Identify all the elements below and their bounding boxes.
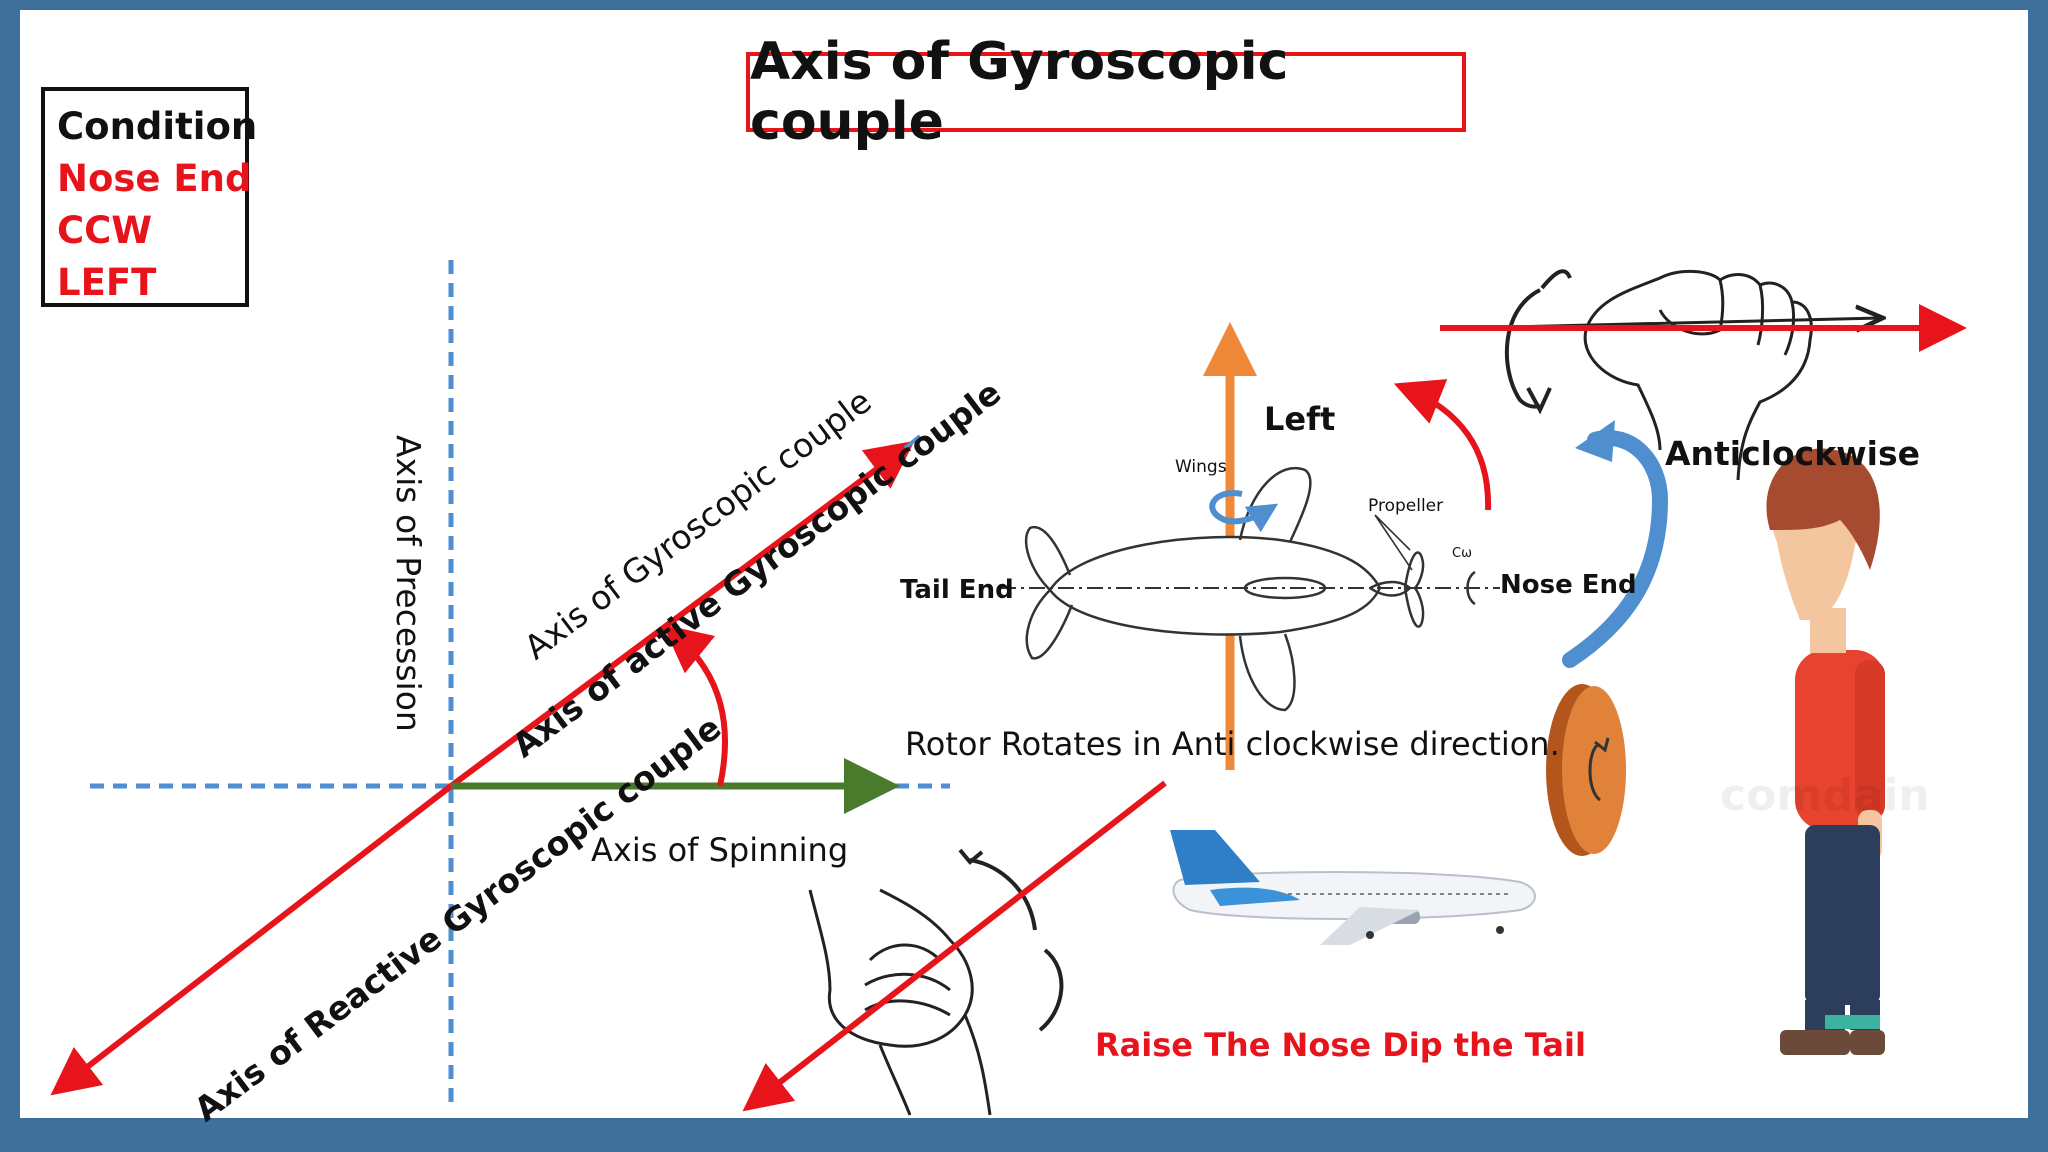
left-label: Left — [1264, 400, 1336, 438]
reactive-hand-arrow — [742, 780, 1167, 1112]
anticlockwise-label: Anticlockwise — [1665, 434, 1920, 473]
propeller-label: Propeller — [1368, 496, 1444, 516]
aircraft-drawing — [1000, 466, 1500, 712]
airliner-illustration — [1170, 830, 1536, 945]
condition-item-nose-end: Nose End — [57, 157, 252, 200]
rotor-disc-icon — [1546, 684, 1626, 856]
wing-rotation-arrow — [1209, 490, 1279, 533]
precession-curve-arrow — [662, 624, 729, 787]
left-turn-arrow — [1393, 379, 1492, 511]
active-couple-arrow — [449, 440, 915, 789]
axis-precession-label: Axis of Precession — [389, 435, 428, 732]
left-hand-icon — [808, 848, 1064, 1116]
condition-box: Condition Nose End CCW LEFT — [41, 87, 258, 307]
wings-label: Wings — [1175, 457, 1227, 477]
omega-label: Cω — [1452, 546, 1472, 561]
raise-nose-label: Raise The Nose Dip the Tail — [1095, 1026, 1586, 1064]
diagram-svg — [50, 260, 1967, 1116]
tail-end-label: Tail End — [900, 575, 1014, 605]
axis-spinning-label: Axis of Spinning — [591, 831, 849, 869]
rotor-rotates-label: Rotor Rotates in Anti clockwise directio… — [905, 725, 1560, 763]
diagram-canvas: Condition Nose End CCW LEFT Axis of Gyro… — [20, 10, 2028, 1129]
reactive-couple-arrow — [50, 783, 453, 1096]
condition-heading: Condition — [57, 105, 258, 148]
condition-item-ccw: CCW — [57, 209, 153, 252]
page-title: Axis of Gyroscopic couple — [746, 32, 1466, 152]
person-illustration — [1766, 448, 1885, 1055]
watermark-text: comdain — [1720, 770, 1930, 821]
diagonal-axis-extension — [903, 434, 922, 450]
nose-end-label: Nose End — [1500, 570, 1637, 600]
rotor-precession-arrowhead — [1575, 420, 1615, 462]
page-title-text: Axis of Gyroscopic couple — [750, 32, 1289, 152]
rotor-precession-arrow — [1562, 430, 1669, 668]
condition-item-left: LEFT — [57, 261, 157, 304]
